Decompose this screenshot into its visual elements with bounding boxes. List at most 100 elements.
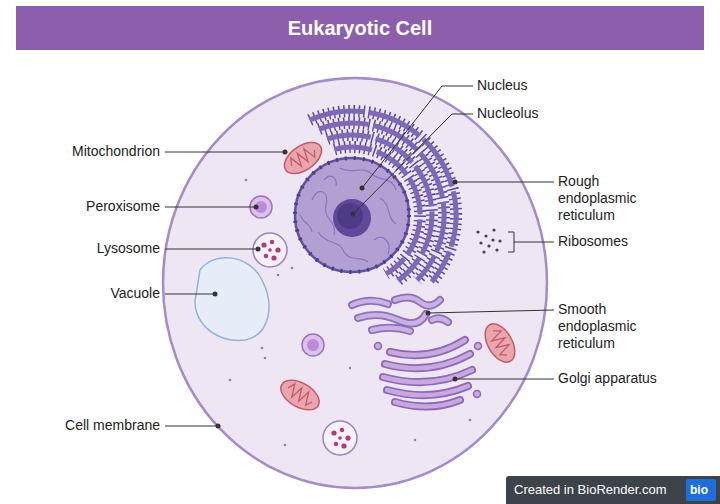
cytoplasm-dots xyxy=(284,444,287,447)
leader-dots xyxy=(426,311,431,316)
peroxisome xyxy=(302,334,324,356)
cytoplasm-dots xyxy=(229,379,232,382)
golgi-apparatus xyxy=(390,340,465,355)
ribosomes xyxy=(482,250,485,253)
ribosomes xyxy=(495,248,498,251)
nucleus xyxy=(318,232,368,262)
cytoplasm-dots xyxy=(291,267,294,270)
lysosome xyxy=(341,443,346,448)
golgi-apparatus xyxy=(383,340,472,407)
smooth-er xyxy=(358,314,426,323)
leader-dots xyxy=(283,150,288,155)
lysosome xyxy=(253,233,287,267)
part-label: Vacuole xyxy=(110,285,160,302)
cytoplasm-dots xyxy=(264,357,267,360)
lysosome xyxy=(275,247,280,252)
ribosomes xyxy=(479,241,482,244)
leader-dots xyxy=(216,424,221,429)
logo-box: bio xyxy=(686,479,716,501)
ribosomes xyxy=(487,244,490,247)
nucleus xyxy=(300,215,312,232)
leader-dots xyxy=(254,205,259,210)
smooth-er xyxy=(352,301,388,305)
cytoplasm-dots xyxy=(414,439,417,442)
mitochondrion xyxy=(488,327,513,358)
ribosomes xyxy=(476,230,479,233)
part-label: Cell membrane xyxy=(65,417,160,434)
leader-lines xyxy=(165,294,215,295)
cytoplasm-dots xyxy=(261,347,264,350)
nucleolus xyxy=(333,199,371,237)
mitochondrion xyxy=(276,374,324,416)
ribosomes xyxy=(492,228,495,231)
nucleus xyxy=(374,237,389,254)
part-label: Mitochondrion xyxy=(72,143,160,160)
golgi-apparatus xyxy=(475,343,482,350)
vacuole xyxy=(195,258,269,341)
leader-lines xyxy=(165,426,218,427)
lysosome xyxy=(264,254,268,258)
mitochondrion xyxy=(479,319,521,367)
title-banner xyxy=(16,6,704,50)
part-label: Nucleus xyxy=(477,77,528,94)
leader-lines xyxy=(165,249,258,250)
lysosome xyxy=(331,430,336,435)
mitochondrion xyxy=(285,382,316,407)
mitochondrion xyxy=(279,136,327,180)
cytoplasm-dots xyxy=(277,274,280,277)
mitochondrion xyxy=(276,374,324,416)
golgi-apparatus xyxy=(387,386,468,395)
cytoplasm-dots xyxy=(469,419,472,422)
lysosome xyxy=(338,436,342,440)
leader-lines xyxy=(165,207,256,208)
lysosome xyxy=(345,435,350,440)
golgi-apparatus xyxy=(383,340,472,407)
golgi-apparatus xyxy=(375,343,482,398)
lysosome xyxy=(261,242,266,247)
golgi-apparatus xyxy=(383,370,472,382)
nucleolus xyxy=(337,203,363,229)
leader-dots xyxy=(351,212,356,217)
part-label: Peroxisome xyxy=(86,198,160,215)
part-label: Smooth endoplasmic reticulum xyxy=(558,301,658,352)
mitochondrion xyxy=(279,136,327,180)
peroxisome xyxy=(307,339,319,351)
golgi-apparatus xyxy=(474,391,481,398)
mitochondrion xyxy=(288,144,318,171)
ribosomes xyxy=(476,228,501,253)
nucleus xyxy=(380,198,396,224)
leader-lines xyxy=(165,86,554,426)
part-label: Lysosome xyxy=(97,240,160,257)
smooth-er xyxy=(352,301,388,305)
leader-dots xyxy=(453,180,458,185)
part-label: Golgi apparatus xyxy=(558,370,657,387)
smooth-er xyxy=(395,297,440,305)
leader-lines xyxy=(455,182,554,183)
lysosome xyxy=(334,442,338,446)
nucleus xyxy=(300,168,396,262)
ribosomes xyxy=(491,238,494,241)
smooth-er xyxy=(395,297,440,305)
credit-badge: Created in BioRender.combio xyxy=(506,476,720,504)
golgi-apparatus xyxy=(387,386,468,395)
golgi-apparatus xyxy=(375,343,382,350)
smooth-er xyxy=(372,328,410,331)
leader-lines xyxy=(362,86,473,188)
part-label: Ribosomes xyxy=(558,233,628,250)
nucleus xyxy=(324,176,336,186)
lysosome xyxy=(270,240,274,244)
lysosome xyxy=(261,240,280,261)
golgi-apparatus xyxy=(395,400,460,407)
mitochondrion xyxy=(479,319,521,367)
smooth-er xyxy=(352,297,448,331)
ribosomes xyxy=(498,239,501,242)
leader-lines xyxy=(508,232,514,252)
cytoplasm-dots xyxy=(245,179,248,182)
leader-dots xyxy=(453,377,458,382)
part-label: Nucleolus xyxy=(477,105,538,122)
leader-lines xyxy=(165,152,285,153)
leader-lines xyxy=(353,114,473,214)
lysosome xyxy=(253,233,357,455)
leader-dots xyxy=(360,186,365,191)
